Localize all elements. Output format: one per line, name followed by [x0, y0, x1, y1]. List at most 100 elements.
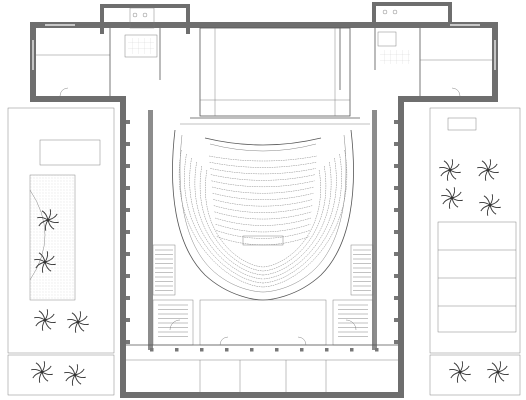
balcony-seat-row — [262, 149, 347, 288]
palm-frond — [439, 166, 451, 171]
column — [126, 340, 130, 344]
seat-row — [213, 205, 313, 213]
palm-frond — [494, 371, 499, 383]
column — [200, 348, 204, 352]
palm-tree — [439, 159, 461, 181]
balcony-seat-row — [262, 153, 342, 284]
balcony-seat-row — [199, 165, 264, 272]
control-booth — [242, 235, 284, 246]
seat-row — [209, 161, 317, 168]
column — [126, 186, 130, 190]
seat-row — [215, 223, 311, 233]
palm-trunk — [46, 218, 50, 222]
palm-tree — [477, 159, 499, 181]
palm-frond — [74, 364, 79, 376]
column — [394, 318, 398, 322]
palm-frond — [41, 319, 46, 331]
column — [394, 208, 398, 212]
palm-frond — [479, 201, 491, 206]
palm-frond — [64, 371, 76, 376]
column — [126, 274, 130, 278]
palm-tree — [64, 364, 86, 386]
seat-row — [211, 180, 315, 188]
column — [126, 318, 130, 322]
seat-rows — [179, 149, 347, 288]
balcony-seat-row — [262, 157, 337, 280]
palm-tree — [441, 187, 463, 209]
palm-frond — [487, 169, 499, 174]
north-wing-rooms — [32, 7, 496, 96]
column — [325, 348, 329, 352]
seat-row — [211, 186, 315, 194]
column — [300, 348, 304, 352]
palm-trunk — [496, 370, 500, 374]
column — [250, 348, 254, 352]
balcony-seat-row — [262, 169, 321, 268]
palm-frond — [77, 321, 89, 326]
palm-frond — [449, 169, 461, 174]
palm-frond — [31, 368, 43, 373]
left-courtyard — [7, 107, 115, 396]
balcony-seat-row — [205, 169, 264, 268]
column — [126, 120, 130, 124]
seat-row — [214, 211, 312, 220]
palm-frond — [44, 319, 56, 324]
palm-frond — [74, 321, 79, 333]
palm-tree — [31, 361, 53, 383]
palm-frond — [477, 166, 489, 171]
column — [126, 296, 130, 300]
column — [175, 348, 179, 352]
palm-frond — [41, 361, 46, 373]
column — [126, 142, 130, 146]
palm-frond — [34, 316, 46, 321]
palm-trunk — [43, 260, 47, 264]
right-courtyard — [429, 107, 521, 396]
palm-frond — [71, 374, 76, 386]
stage-area — [180, 27, 370, 125]
palm-frond — [74, 374, 86, 379]
door-swing-icon — [59, 87, 461, 346]
palm-tree — [37, 209, 59, 231]
palm-trunk — [488, 203, 492, 207]
column — [394, 120, 398, 124]
palm-trunk — [450, 196, 454, 200]
seat-row — [213, 199, 313, 207]
palm-trunk — [40, 370, 44, 374]
palm-frond — [449, 159, 454, 171]
palm-frond — [38, 371, 43, 383]
column — [350, 348, 354, 352]
seat-row — [210, 174, 316, 181]
palm-trunk — [486, 168, 490, 172]
seat-row — [216, 236, 310, 246]
palm-frond — [456, 371, 461, 383]
column — [126, 252, 130, 256]
palm-tree — [487, 361, 509, 383]
palm-trunk — [43, 318, 47, 322]
palm-tree — [449, 361, 471, 383]
column — [394, 186, 398, 190]
palm-frond — [497, 361, 502, 373]
stair-icon — [155, 249, 371, 337]
palm-frond — [446, 169, 451, 181]
palm-frond — [486, 204, 491, 216]
palm-trunk — [448, 168, 452, 172]
palm-frond — [484, 169, 489, 181]
palm-trunk — [73, 373, 77, 377]
outer-walls — [30, 2, 498, 398]
palm-trunk — [76, 320, 80, 324]
palm-tree — [67, 311, 89, 333]
palm-frond — [41, 371, 53, 376]
palm-frond — [487, 159, 492, 171]
palm-frond — [459, 371, 471, 376]
palm-frond — [441, 194, 453, 199]
palm-tree — [34, 251, 56, 273]
column-icon — [126, 120, 398, 352]
palm-frond — [448, 197, 453, 209]
balcony-seat-row — [179, 149, 264, 288]
palm-frond — [44, 309, 49, 321]
column — [394, 230, 398, 234]
palm-frond — [451, 197, 463, 202]
palm-tree — [479, 194, 501, 216]
column — [394, 274, 398, 278]
